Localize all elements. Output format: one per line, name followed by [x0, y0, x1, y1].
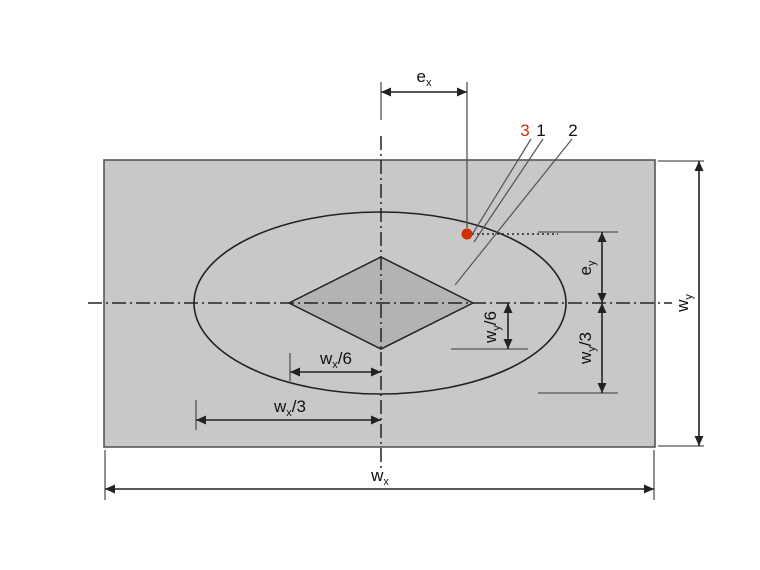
- callout-1-leader: [473, 138, 544, 243]
- callout-3-label: 3: [520, 121, 529, 140]
- wx6-label: wx/6: [319, 349, 352, 371]
- wx3-label: wx/3: [273, 397, 306, 419]
- wy3-label: wy/3: [576, 332, 598, 365]
- wy-label: wy: [673, 294, 695, 313]
- ey-label: ey: [576, 260, 598, 275]
- callout-2-leader: [454, 138, 573, 286]
- wy6-label: wy/6: [481, 311, 503, 344]
- callout-1-label: 1: [536, 121, 545, 140]
- wx-label: wx: [370, 466, 389, 488]
- callout-3-leader: [469, 138, 532, 239]
- callout-2-label: 2: [568, 121, 577, 140]
- ex-label: ex: [417, 67, 432, 89]
- eccentric-load-point: [461, 228, 473, 240]
